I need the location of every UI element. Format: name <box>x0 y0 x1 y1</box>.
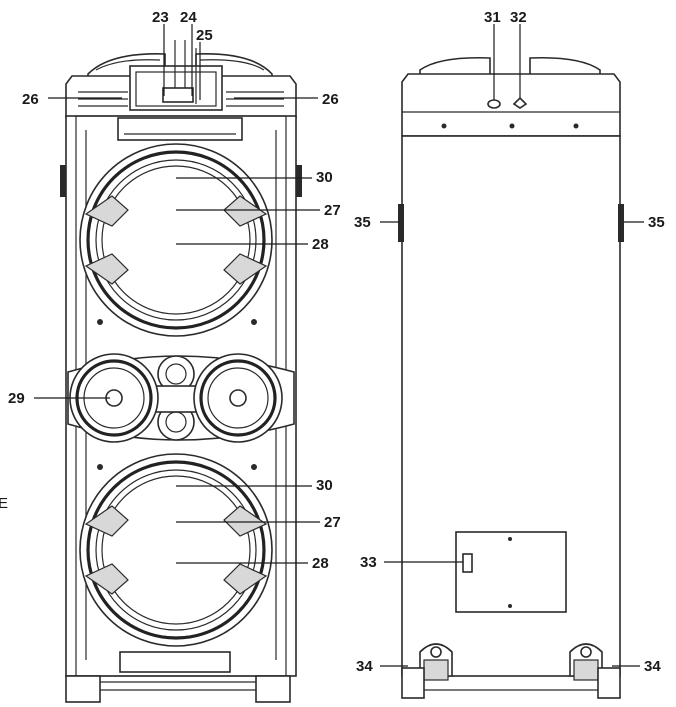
callout-25: 25 <box>196 27 213 44</box>
front-bottom-slot <box>119 651 231 673</box>
front-cap-ribs <box>78 91 284 107</box>
front-right-handle <box>296 165 302 197</box>
callout-24: 24 <box>180 9 197 26</box>
front-handle-slot <box>117 117 243 141</box>
callout-28-lower: 28 <box>312 555 329 572</box>
callout-23: 23 <box>152 9 169 26</box>
callout-31: 31 <box>484 9 501 26</box>
front-foot-right <box>255 675 291 703</box>
callout-27-upper: 27 <box>324 202 341 219</box>
upper-woofer <box>79 143 273 337</box>
callout-26-left: 26 <box>22 91 39 108</box>
callout-27-lower: 27 <box>324 514 341 531</box>
back-left-handle <box>398 204 404 242</box>
callout-35-right: 35 <box>648 214 665 231</box>
callout-34-left: 34 <box>356 658 373 675</box>
callout-35-left: 35 <box>354 214 371 231</box>
callout-29: 29 <box>8 390 25 407</box>
callout-30-lower: 30 <box>316 477 333 494</box>
front-control-panel <box>129 40 223 111</box>
leader-lines <box>34 24 644 667</box>
callout-30-upper: 30 <box>316 169 333 186</box>
tweeter-section <box>67 353 295 443</box>
callout-26-right: 26 <box>322 91 339 108</box>
front-left-handle <box>60 165 66 197</box>
front-foot-left <box>65 675 101 703</box>
callout-33: 33 <box>360 554 377 571</box>
right-tweeter <box>193 353 283 443</box>
callout-34-right: 34 <box>644 658 661 675</box>
back-right-handle <box>618 204 624 242</box>
back-view <box>398 56 624 699</box>
edge-fragment-letter: E <box>0 495 8 512</box>
back-panel <box>455 531 567 613</box>
callout-labels: 23 24 25 26 26 30 27 28 29 30 27 28 31 3… <box>0 9 665 675</box>
back-wheel-right <box>569 643 621 699</box>
back-wheel-left <box>401 643 453 699</box>
callout-32: 32 <box>510 9 527 26</box>
callout-28-upper: 28 <box>312 236 329 253</box>
front-view <box>60 40 302 703</box>
lower-woofer <box>79 453 273 647</box>
